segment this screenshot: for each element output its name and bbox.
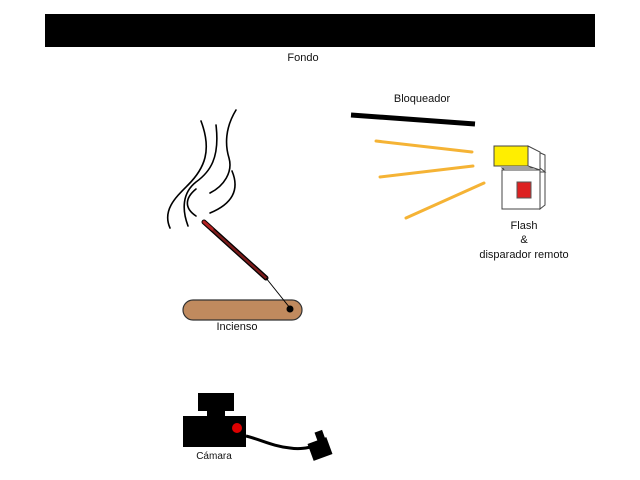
incense-holder <box>182 299 303 321</box>
light-rays <box>374 139 486 220</box>
label-remote-trigger: disparador remoto <box>479 249 569 261</box>
remote-cable <box>245 434 319 451</box>
flash-trigger-indicator <box>516 181 532 199</box>
light-ray <box>378 164 475 179</box>
camera-icon <box>183 393 246 447</box>
label-flash-ampersand: & <box>520 234 528 246</box>
light-ray <box>404 181 486 220</box>
label-blocker: Bloqueador <box>393 93 451 105</box>
backdrop-bar <box>45 14 595 47</box>
label-flash: Flash <box>510 220 538 232</box>
remote-trigger-icon <box>307 429 333 461</box>
label-camera: Cámara <box>196 451 232 462</box>
flash-head <box>493 145 529 167</box>
flash-unit-icon <box>493 145 547 211</box>
label-incense: Incienso <box>216 321 258 333</box>
camera-button <box>232 423 242 433</box>
smoke-icon <box>166 109 237 229</box>
incense-stick-icon <box>201 219 294 313</box>
label-background: Fondo <box>287 52 319 64</box>
light-ray <box>374 139 474 154</box>
blocker-bar <box>350 112 476 127</box>
